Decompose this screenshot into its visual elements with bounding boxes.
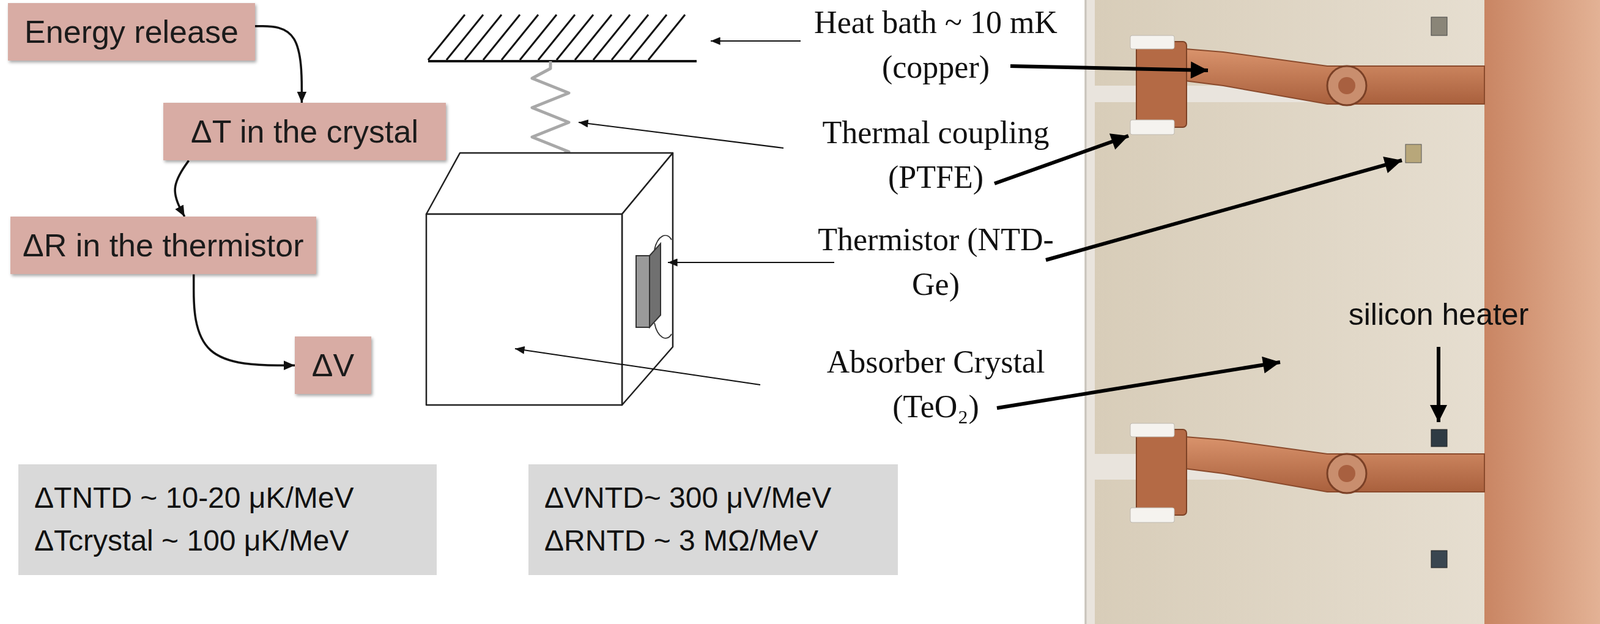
pointer-arrow [1010,66,1208,71]
hatch [428,14,465,60]
process-box: ΔV [294,336,372,394]
copper-block [1136,429,1187,515]
bolt-core [1338,464,1356,482]
chip-side [649,243,661,328]
chip-wire [654,235,672,250]
hatch [501,14,539,60]
annotation-label: silicon heater [1348,296,1530,333]
ptfe-clip [1130,507,1175,523]
value-text: ΔTcrystal ~ 100 μK/MeV [34,521,421,560]
photo-border [1085,0,1087,624]
thermistor-chip [1431,550,1448,568]
hatch [464,14,502,60]
bolt-core [1338,77,1356,95]
copper-block [1136,41,1187,128]
part-label: Absorber Crystal (TeO₂) [805,340,1067,430]
flow-arrow [174,160,189,217]
hatch [446,14,484,60]
leader-arrow [578,122,784,149]
crystal [1094,102,1487,454]
hatch [556,14,594,60]
hatch [648,14,686,60]
hatch [574,14,612,60]
part-label: Thermistor (NTD-Ge) [805,217,1067,308]
value-text: ΔVNTD~ 300 μV/MeV [544,478,882,517]
process-box: ΔT in the crystal [163,102,446,161]
cube-front [426,214,623,405]
hatch [519,14,557,60]
bath-line [428,59,697,63]
pointer-arrow [1045,160,1402,260]
leader-arrow [667,261,835,263]
chip-wire [654,322,672,339]
flow-arrow [255,26,302,103]
copper-holder [1130,423,1485,523]
detector-photo [1084,0,1600,624]
ptfe-clip [1130,35,1175,49]
value-box: ΔTNTD ~ 10-20 μK/MeV ΔTcrystal ~ 100 μK/M… [18,464,437,575]
pointer-arrow [1436,346,1441,423]
heater-chip [1431,429,1448,447]
part-label: Heat bath ~ 10 mK (copper) [805,0,1067,90]
box-text: Energy release [20,12,243,51]
hatch [483,14,520,60]
hatch [629,14,667,60]
box-text: ΔT in the crystal [175,112,434,151]
bolt [1327,66,1367,106]
value-text: ΔRNTD ~ 3 MΩ/MeV [544,521,882,560]
bolt [1327,453,1367,493]
thermistor-chip [636,235,672,339]
absorber-cube [426,152,673,405]
hatch [593,14,630,60]
thermistor-chip [1431,17,1448,36]
thermistor-chip [1405,144,1422,163]
hatch [538,14,575,60]
hatch [611,14,649,60]
flow-arrow [193,274,295,366]
ptfe-clip [1130,119,1175,135]
box-text: ΔV [307,346,360,385]
leader-arrow [710,40,801,42]
ptfe-clip [1130,423,1175,437]
copper-holder [1130,35,1485,135]
value-text: ΔTNTD ~ 10-20 μK/MeV [34,478,421,517]
pointer-arrows [994,66,1439,423]
part-label: Thermal coupling (PTFE) [805,110,1067,200]
chip-front [636,255,650,328]
box-text: ΔR in the thermistor [22,226,304,265]
cube-side [622,152,673,405]
heat-bath [428,14,697,62]
leader-arrow [514,348,761,385]
process-box: Energy release [7,3,256,61]
value-box: ΔVNTD~ 300 μV/MeV ΔRNTD ~ 3 MΩ/MeV [528,464,898,575]
process-box: ΔR in the thermistor [10,216,317,275]
leader-lines [514,40,835,385]
